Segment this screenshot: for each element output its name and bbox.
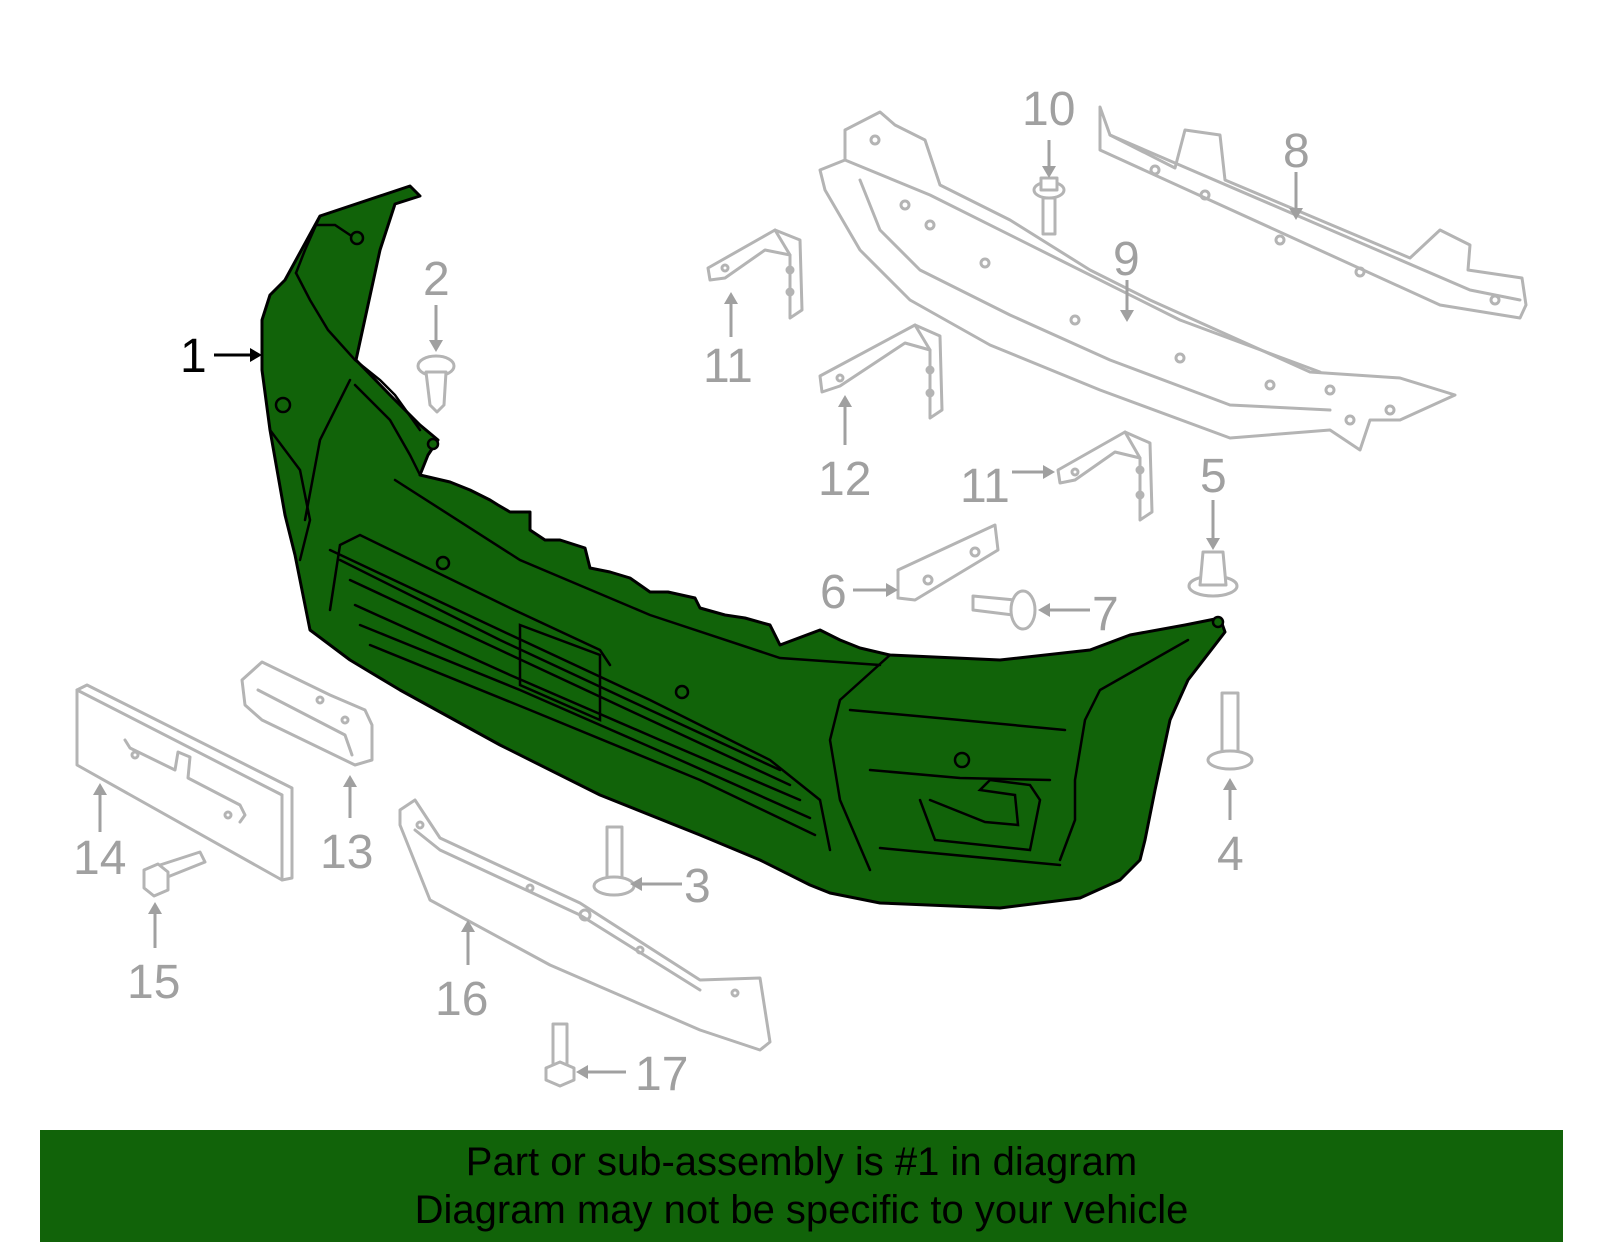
part-13-bracket [240, 660, 374, 767]
callout-7: 7 [1092, 588, 1119, 641]
banner-line-part: Part or sub-assembly is #1 in diagram [465, 1140, 1138, 1184]
callout-3: 3 [684, 860, 711, 913]
part-5-clip [1187, 550, 1239, 598]
part-11-bracket-upper [706, 228, 804, 320]
part-14-plate-bracket [75, 683, 294, 882]
info-banner: Part or sub-assembly is #1 in diagram Di… [40, 1130, 1563, 1242]
part-15-bolt [142, 850, 207, 898]
callout-15: 15 [127, 956, 180, 1009]
part-4-bolt [1206, 691, 1254, 771]
callout-9: 9 [1113, 233, 1140, 286]
callout-14: 14 [73, 832, 126, 885]
callout-4: 4 [1217, 828, 1244, 881]
part-16-reinforcement [398, 798, 772, 1052]
callout-11a: 11 [703, 340, 753, 393]
callout-17: 17 [635, 1048, 688, 1101]
callout-2: 2 [423, 253, 450, 306]
part-9-beam [818, 110, 1457, 452]
callout-16: 16 [435, 973, 488, 1026]
callout-arrows [93, 140, 1303, 1079]
part-6-bracket [896, 523, 1000, 602]
part-12-bracket [818, 323, 944, 420]
part-11-bracket-lower [1056, 430, 1154, 522]
callout-12: 12 [818, 453, 871, 506]
part-17-bolt [544, 1022, 576, 1088]
part-10-bolt [1032, 176, 1066, 236]
banner-line-disclaimer: Diagram may not be specific to your vehi… [414, 1188, 1189, 1232]
callout-10: 10 [1022, 83, 1075, 136]
part-2-clip [416, 354, 456, 414]
callout-1: 1 [180, 330, 207, 383]
part-1-bumper-cover[interactable] [260, 184, 1227, 910]
part-3-bolt [592, 825, 636, 897]
part-7-screw [971, 589, 1037, 631]
callout-5: 5 [1200, 450, 1227, 503]
callout-6: 6 [820, 566, 847, 619]
callout-8: 8 [1283, 125, 1310, 178]
callout-13: 13 [320, 826, 373, 879]
callout-11b: 11 [960, 460, 1010, 513]
part-8-reinforcement [1098, 105, 1528, 320]
parts-diagram: 1 2 3 4 5 6 7 8 9 10 11 11 12 13 14 15 1… [73, 83, 1528, 1101]
